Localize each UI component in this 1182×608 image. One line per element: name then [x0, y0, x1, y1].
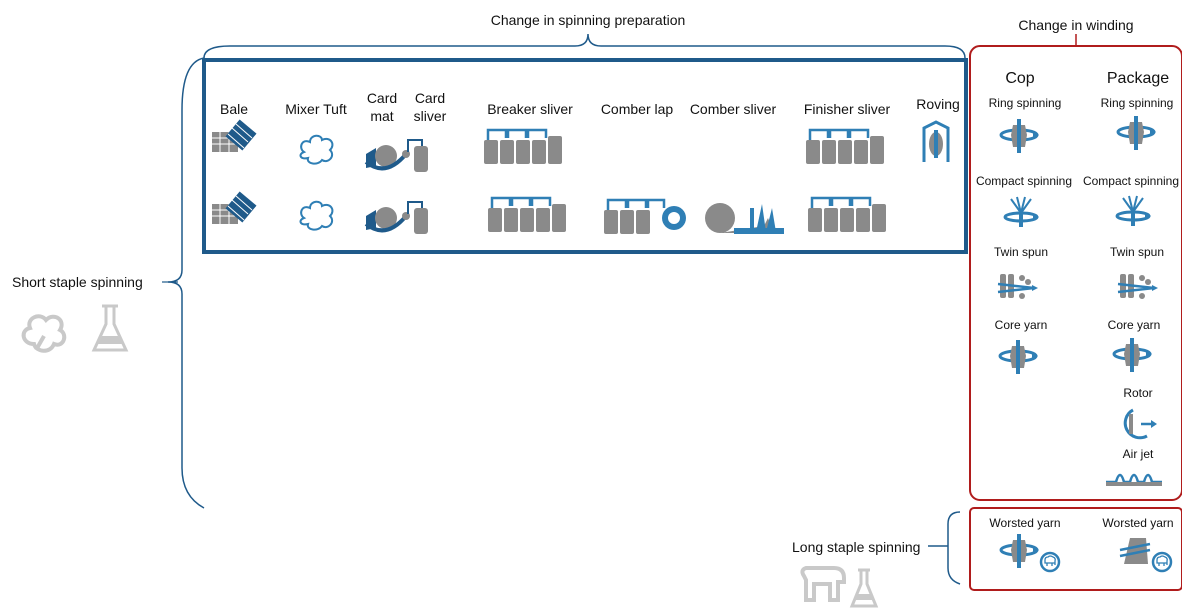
label-card-sliver: Card sliver [413, 90, 447, 124]
package-compact-spinning: Compact spinning [1082, 174, 1180, 188]
cotton-icon [21, 314, 67, 353]
label-breaker-sliver: Breaker sliver [487, 101, 573, 117]
long-staple-box [969, 507, 1182, 591]
sheep-icon [800, 566, 846, 602]
cop-worsted-yarn: Worsted yarn [989, 516, 1061, 530]
label-finisher-sliver: Finisher sliver [803, 101, 891, 117]
spinning-prep-title: Change in spinning preparation [490, 12, 686, 28]
cop-header: Cop [1005, 70, 1035, 87]
package-header: Package [1106, 70, 1170, 87]
package-core-yarn: Core yarn [1107, 318, 1161, 332]
cop-core-yarn: Core yarn [994, 318, 1048, 332]
package-worsted-yarn: Worsted yarn [1102, 516, 1174, 530]
winding-title: Change in winding [1018, 17, 1134, 33]
label-bale: Bale [219, 101, 249, 117]
label-comber-sliver: Comber sliver [689, 101, 777, 117]
label-card-mat: Card mat [366, 90, 398, 124]
package-air-jet: Air jet [1122, 447, 1154, 461]
package-twin-spun: Twin spun [1109, 245, 1165, 259]
flask-icon [91, 304, 129, 352]
label-mixer-tuft: Mixer Tuft [285, 101, 347, 117]
package-rotor: Rotor [1123, 386, 1153, 400]
spinning-prep-brace [203, 33, 966, 59]
short-staple-label: Short staple spinning [12, 274, 143, 290]
flask-icon-2 [849, 568, 879, 608]
long-staple-bracket [928, 511, 961, 585]
label-roving: Roving [916, 96, 960, 112]
cop-compact-spinning: Compact spinning [975, 174, 1073, 188]
cop-twin-spun: Twin spun [993, 245, 1049, 259]
prep-box [202, 58, 968, 254]
long-staple-label: Long staple spinning [792, 539, 921, 555]
label-comber-lap: Comber lap [600, 101, 674, 117]
package-ring-spinning: Ring spinning [1100, 96, 1174, 110]
cop-ring-spinning: Ring spinning [988, 96, 1062, 110]
